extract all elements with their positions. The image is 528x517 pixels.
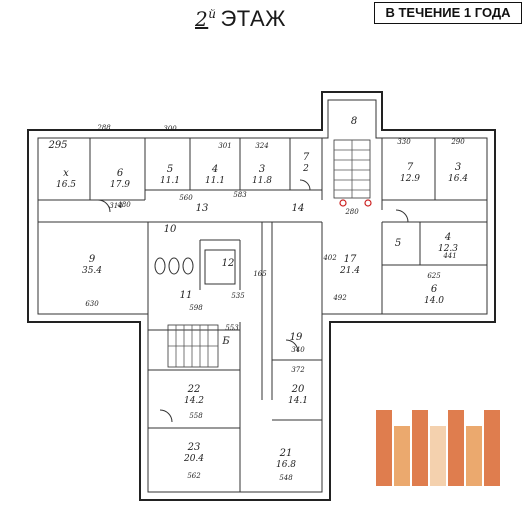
dimension-label: 441	[442, 252, 456, 260]
room-3a-area: 11.8	[252, 176, 272, 186]
dimension-label: 165	[253, 270, 267, 278]
room-6b-area: 14.0	[424, 296, 444, 306]
watermark-bar	[430, 426, 446, 486]
room-6-number: 6	[117, 168, 124, 179]
dimension-label: 480	[116, 201, 131, 209]
dimension-label: 535	[231, 292, 245, 300]
stair-bottom	[167, 324, 219, 368]
period-badge: В ТЕЧЕНИЕ 1 ГОДА	[374, 2, 522, 24]
watermark-bar	[484, 410, 500, 486]
room-20-number: 20	[291, 384, 305, 395]
dimension-label: 300	[163, 125, 177, 133]
room-5-number: 5	[167, 164, 173, 175]
room-3a-number: 3	[259, 164, 265, 175]
room-22-area: 14.2	[184, 396, 204, 406]
room-x-number: х	[63, 168, 69, 179]
room-13-number: 13	[196, 203, 209, 214]
interior-walls	[38, 138, 487, 492]
room-17-area: 21.4	[339, 266, 360, 276]
watermark-bar	[376, 410, 392, 486]
room-17-number: 17	[344, 254, 357, 265]
floor-suffix: й	[208, 6, 217, 21]
watermark-bar	[466, 426, 482, 486]
stair-markers	[339, 199, 372, 207]
room-9-area: 35.4	[82, 266, 102, 276]
room-23-area: 20.4	[183, 454, 204, 464]
dimension-label: 583	[233, 191, 247, 199]
dimension-label: 548	[279, 474, 293, 482]
room-14-number: 14	[292, 203, 305, 214]
dimension-label: 492	[332, 294, 347, 302]
floor-word: ЭТАЖ	[220, 6, 286, 31]
room-B-number: Б	[221, 336, 230, 347]
room-23-number: 23	[187, 442, 201, 453]
watermark-bar	[394, 426, 410, 486]
dimension-label: 598	[189, 304, 203, 312]
room-4-area: 11.1	[205, 176, 225, 186]
room-21-area: 16.8	[276, 460, 296, 470]
room-10-number: 10	[164, 224, 177, 235]
room-9-number: 9	[89, 254, 96, 265]
room-19-number: 19	[290, 332, 303, 343]
room-7small-number: 7	[303, 152, 310, 163]
floor-number: 2	[195, 7, 209, 31]
room-7r-number: 7	[407, 162, 414, 173]
room-5b-number: 5	[395, 238, 401, 249]
dimension-label: 630	[85, 300, 99, 308]
room-20-area: 14.1	[288, 396, 308, 406]
room-4-number: 4	[211, 164, 218, 175]
room-7r-area: 12.9	[400, 174, 420, 184]
dimension-label: 301	[218, 142, 231, 150]
sanitary-fixtures	[154, 249, 236, 285]
room-6b-number: 6	[431, 284, 438, 295]
room-12-number: 12	[222, 258, 235, 269]
dimension-label: 280	[344, 208, 359, 216]
dimension-label: 372	[291, 366, 305, 374]
room-7small-area: 2	[302, 164, 309, 174]
room-3r-area: 16.4	[448, 174, 468, 184]
dimension-label: 625	[427, 272, 441, 280]
door-swings	[97, 179, 409, 423]
room-8-number: 8	[351, 116, 357, 127]
dimension-label: 288	[96, 124, 111, 132]
dimension-label: 330	[397, 138, 411, 146]
room-4b-area: 12.3	[438, 244, 458, 254]
room-5-area: 11.1	[160, 176, 180, 186]
room-21-number: 21	[279, 448, 293, 459]
dimension-label: 553	[225, 324, 239, 332]
watermark-logo	[376, 410, 500, 486]
room-labels: 295х16.5617.9511.1411.1311.8728712.9316.…	[47, 116, 468, 470]
room-topleft-dims-number: 295	[47, 140, 67, 151]
room-4b-number: 4	[444, 232, 451, 243]
room-22-number: 22	[187, 384, 201, 395]
dimension-label: 340	[291, 346, 305, 354]
room-11-number: 11	[180, 290, 193, 301]
dimension-label: 324	[255, 142, 268, 150]
room-3r-number: 3	[455, 162, 461, 173]
dimension-label: 562	[187, 472, 201, 480]
dimension-label: 560	[179, 194, 193, 202]
dimension-label: 314	[109, 202, 122, 210]
dimension-label: 402	[322, 254, 337, 262]
dimension-label: 558	[189, 412, 203, 420]
watermark-bar	[412, 410, 428, 486]
watermark-bar	[448, 410, 464, 486]
room-x-area: 16.5	[56, 180, 76, 190]
room-6-area: 17.9	[110, 180, 130, 190]
dimension-label: 290	[450, 138, 465, 146]
stair-top	[333, 139, 371, 199]
